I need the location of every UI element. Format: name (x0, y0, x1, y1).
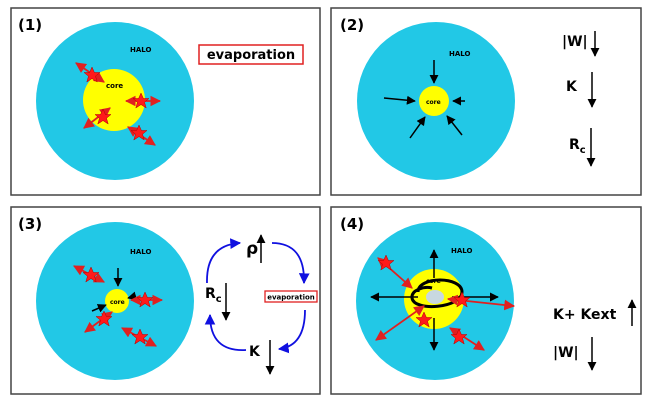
halo-label: HALO (130, 46, 151, 54)
escaping-star-2 (129, 291, 164, 308)
cycle-arrow (204, 313, 247, 351)
rc-label: Rc (205, 286, 222, 305)
double-arrow (84, 311, 113, 333)
double-arrow (83, 107, 111, 129)
core-label: core (106, 82, 123, 90)
escaping-star-3 (84, 310, 113, 333)
core-circle (419, 86, 449, 116)
double-arrow (449, 327, 485, 351)
infall-arrow (91, 304, 107, 313)
evaporation-label: evaporation (267, 294, 315, 302)
cycle-arrow (277, 309, 306, 354)
rho-label: ρ (246, 239, 258, 259)
panel-4-label: (4) (340, 215, 364, 233)
panel-2: (2) HALO core |W| K Rc (330, 7, 642, 196)
double-arrow (375, 305, 425, 341)
k-label: K (249, 344, 261, 360)
cycle-arrow (206, 238, 242, 284)
w-label: |W| (562, 34, 588, 50)
infall-arrow (446, 115, 463, 136)
halo-label: HALO (449, 50, 470, 58)
infall-arrow (383, 95, 416, 105)
escaping-star-4 (127, 124, 156, 146)
panel-3-label: (3) (18, 215, 42, 233)
panel-1: (1) HALO core evaporation (10, 7, 321, 196)
rc-label: Rc (569, 137, 586, 156)
w-label: |W| (553, 345, 579, 361)
evaporation-box (198, 44, 304, 65)
k-label: K (566, 79, 578, 95)
evaporation-box (264, 290, 318, 303)
rotation-loop (410, 278, 464, 309)
panel-1-label: (1) (18, 16, 42, 34)
escaping-star-4 (121, 327, 157, 347)
escaping-star-1 (73, 265, 105, 283)
halo-label: HALO (130, 248, 151, 256)
escaping-star-1 (75, 62, 105, 83)
escaping-star-2 (446, 291, 516, 311)
panel-2-label: (2) (340, 16, 364, 34)
escaping-star-1 (377, 254, 413, 289)
panel-4: (4) HALO core K+ Kext |W| (330, 206, 642, 395)
halo-label: HALO (451, 247, 472, 255)
escaping-star-2 (124, 92, 162, 109)
evaporation-label: evaporation (207, 48, 295, 63)
escaping-star-4 (449, 327, 485, 351)
k-kext-label: K+ Kext (553, 307, 617, 323)
core-circle (105, 289, 129, 313)
core-label: core (426, 99, 441, 106)
core-label: core (110, 299, 125, 306)
infall-arrow (409, 116, 426, 139)
escaping-star-3 (375, 305, 433, 341)
cycle-arrow (271, 242, 310, 285)
inner-core (426, 290, 444, 304)
panel-3: (3) HALO core ρ Rc evapora (10, 206, 321, 395)
escaping-star-3 (83, 107, 112, 129)
